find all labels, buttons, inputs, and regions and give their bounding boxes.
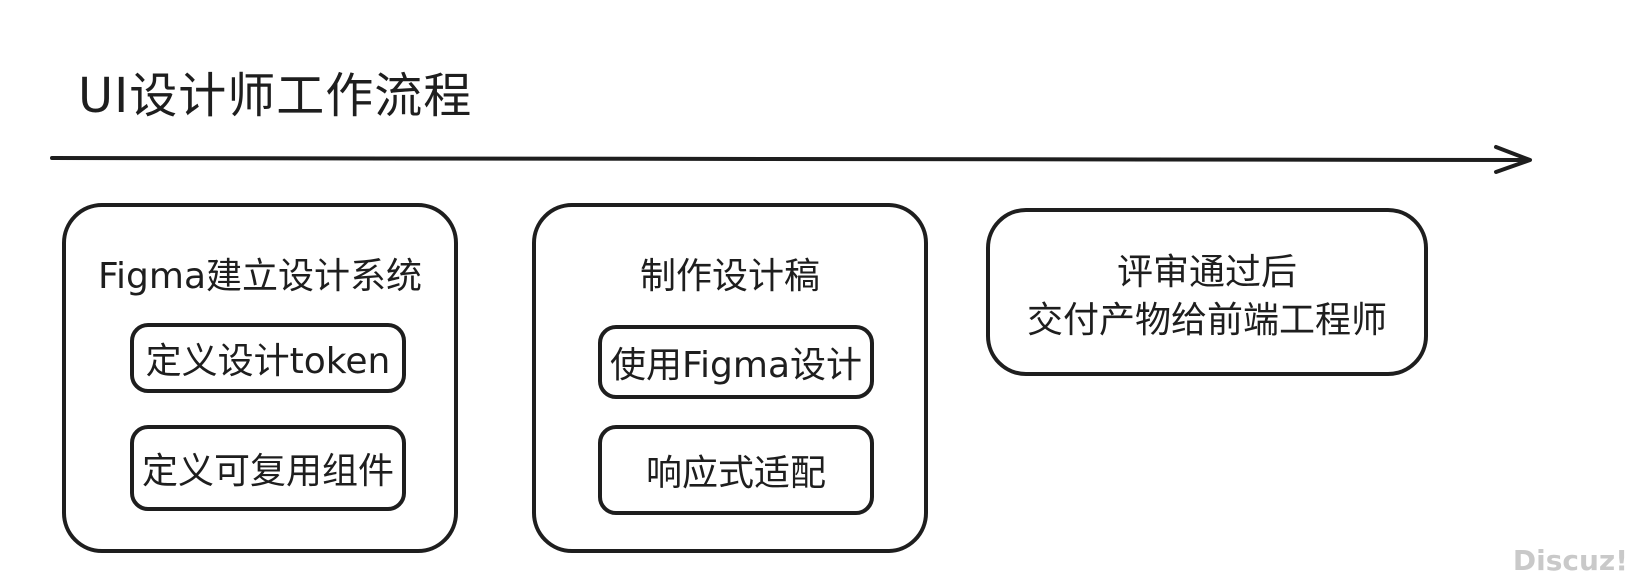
stage-box-design-system: Figma建立设计系统 定义设计token 定义可复用组件 <box>62 203 458 553</box>
task-use-figma: 使用Figma设计 <box>598 325 874 399</box>
handoff-line-1: 评审通过后 <box>1116 252 1297 293</box>
timeline-arrow-head <box>1494 145 1532 174</box>
task-define-token: 定义设计token <box>130 323 406 393</box>
stage-box-handoff: 评审通过后 交付产物给前端工程师 <box>986 208 1428 376</box>
stage-heading: 制作设计稿 <box>639 256 820 297</box>
watermark-logo: Discuz! <box>1512 544 1628 577</box>
task-responsive: 响应式适配 <box>598 425 874 515</box>
handoff-line-2: 交付产物给前端工程师 <box>1026 300 1387 341</box>
page-title: UI设计师工作流程 <box>78 68 473 124</box>
stage-box-mockup: 制作设计稿 使用Figma设计 响应式适配 <box>532 203 928 553</box>
task-define-components: 定义可复用组件 <box>130 425 406 511</box>
timeline-arrow-shaft <box>50 156 1530 162</box>
stage-heading: Figma建立设计系统 <box>97 256 423 297</box>
